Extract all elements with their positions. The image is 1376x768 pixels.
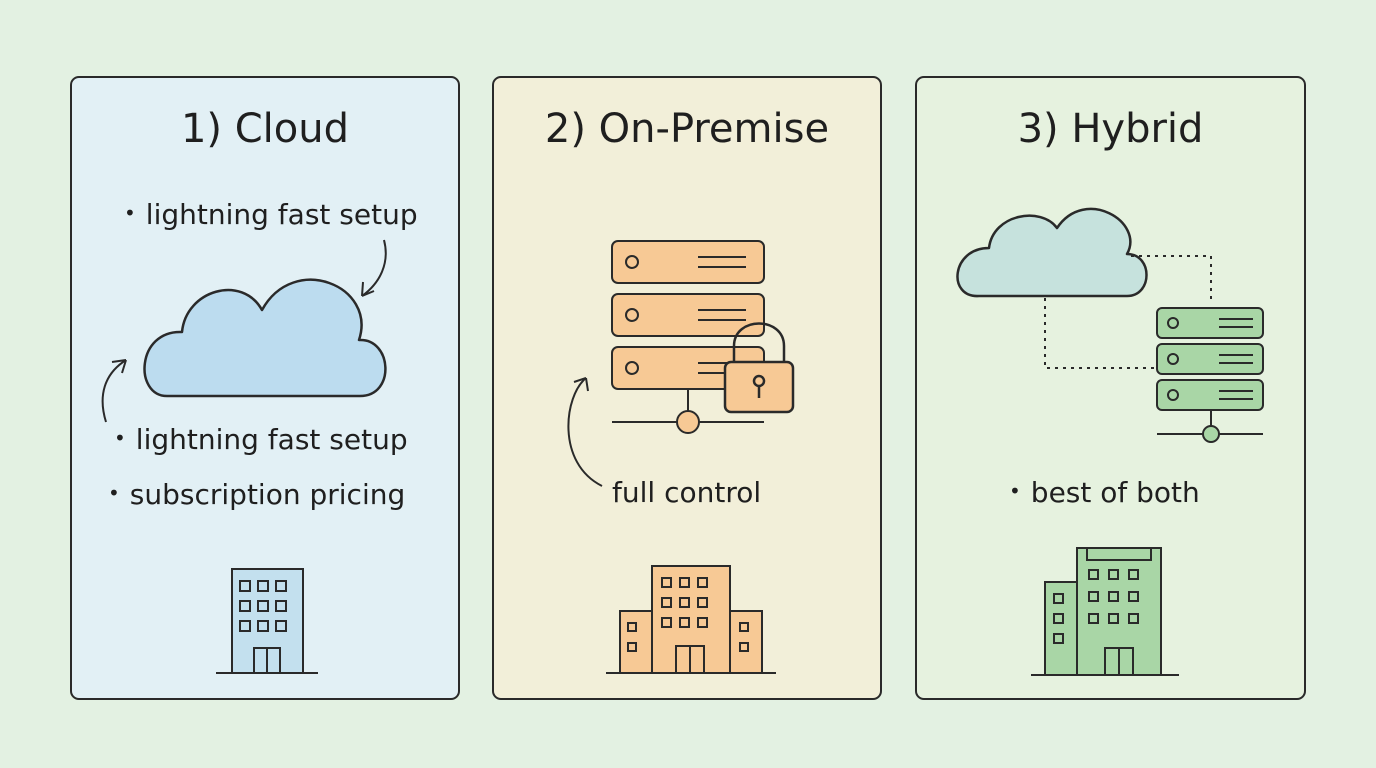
hybrid-panel-art [956,207,1264,676]
full-control-label: full control [612,476,762,509]
cloud-panel-art [101,239,387,674]
office-building-icon [1031,547,1179,676]
office-building-icon [606,565,776,674]
cloud-bullet-pricing: subscription pricing [108,478,405,511]
arrow-to-cloud-icon [361,239,387,297]
cloud-panel-title: 1) Cloud [180,106,350,152]
hybrid-bullet: best of both [1009,476,1200,509]
curved-arrow-icon [567,377,603,487]
cloud-bullet-setup: lightning fast setup [114,423,408,456]
hybrid-panel-title: 3) Hybrid [1017,106,1204,152]
cloud-panel: 1) Cloud lightning fast setup lightning … [70,76,460,700]
cloud-bullet-top: lightning fast setup [124,198,418,231]
onprem-panel: 2) On-Premise full control [492,76,882,700]
server-rack-icon [1156,307,1264,443]
hybrid-panel: 3) Hybrid best of both [915,76,1306,700]
server-rack-icon [611,240,765,434]
office-building-icon [216,568,318,674]
dotted-connector-icon [1044,255,1212,369]
cloud-icon [956,207,1148,298]
padlock-icon [723,322,795,414]
onprem-panel-art [567,240,795,674]
arrow-from-bullet-icon [101,359,127,423]
onprem-panel-title: 2) On-Premise [544,106,830,152]
cloud-icon [143,278,387,398]
